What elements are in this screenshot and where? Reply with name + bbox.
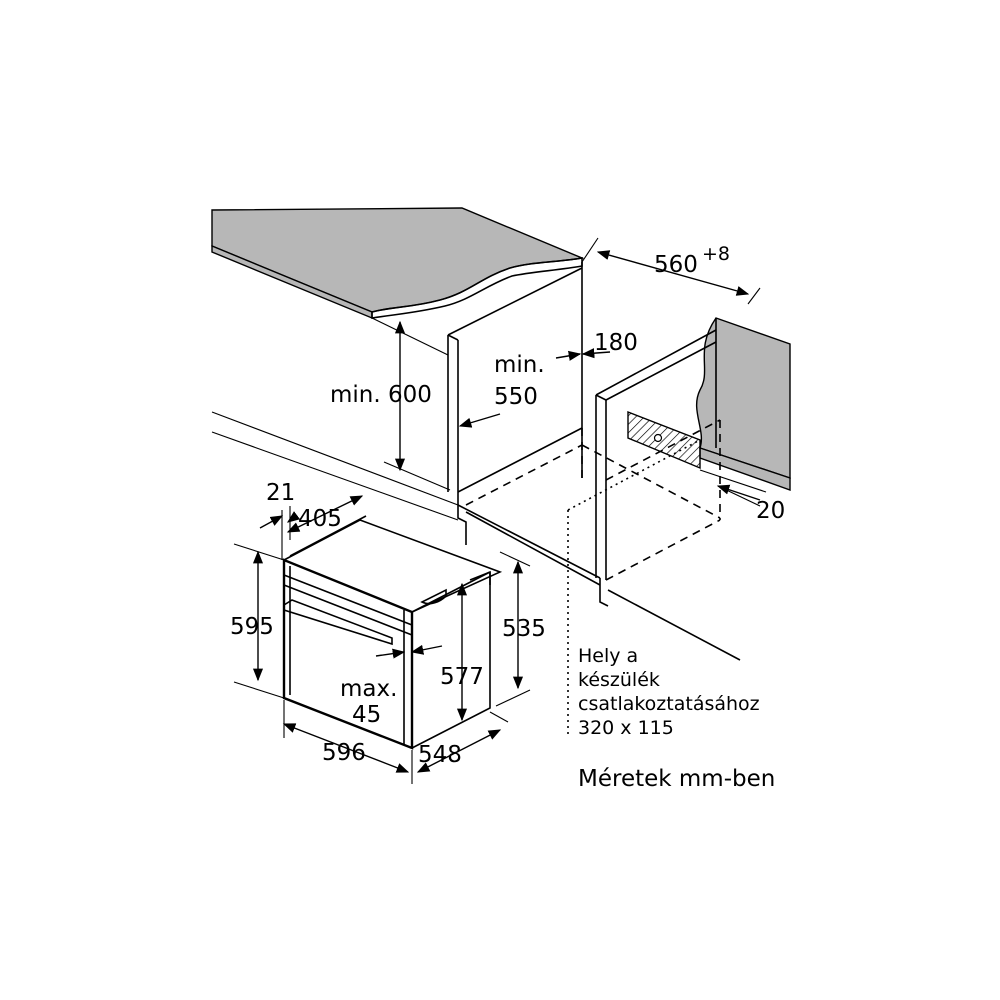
dim-560: 560 bbox=[654, 252, 698, 278]
dim-max-45-a: max. bbox=[340, 676, 397, 702]
dim-548: 548 bbox=[418, 742, 462, 768]
dimension-labels: 560 +8 180 min. 600 min. 550 20 21 405 5… bbox=[230, 243, 785, 768]
dim-min-550-a: min. bbox=[494, 352, 545, 378]
left-countertop bbox=[211, 207, 585, 320]
oven bbox=[282, 515, 503, 750]
dim-596: 596 bbox=[322, 740, 366, 766]
dim-min-550-b: 550 bbox=[494, 384, 538, 410]
connection-area bbox=[627, 410, 701, 470]
dim-560-tolerance: +8 bbox=[702, 243, 730, 265]
connection-note-line-1: Hely a bbox=[578, 645, 638, 667]
connection-note-line-3: csatlakoztatásához bbox=[578, 693, 760, 715]
dim-595: 595 bbox=[230, 614, 274, 640]
units-note: Méretek mm-ben bbox=[578, 766, 775, 792]
connection-note: Hely a készülék csatlakoztatásához 320 x… bbox=[578, 645, 760, 739]
connection-note-line-4: 320 x 115 bbox=[578, 717, 674, 739]
niche-outline bbox=[465, 419, 721, 738]
dim-min-600: min. 600 bbox=[330, 382, 432, 408]
dim-180: 180 bbox=[594, 330, 638, 356]
dimension-arrows bbox=[233, 237, 767, 784]
floor-lines bbox=[211, 411, 459, 521]
dim-535: 535 bbox=[502, 616, 546, 642]
connection-note-line-2: készülék bbox=[578, 669, 660, 691]
dim-21: 21 bbox=[266, 480, 295, 506]
right-countertop bbox=[695, 317, 791, 491]
dim-20: 20 bbox=[756, 498, 785, 524]
dim-max-45-b: 45 bbox=[352, 702, 381, 728]
dim-577: 577 bbox=[440, 664, 484, 690]
dim-405: 405 bbox=[298, 506, 342, 532]
